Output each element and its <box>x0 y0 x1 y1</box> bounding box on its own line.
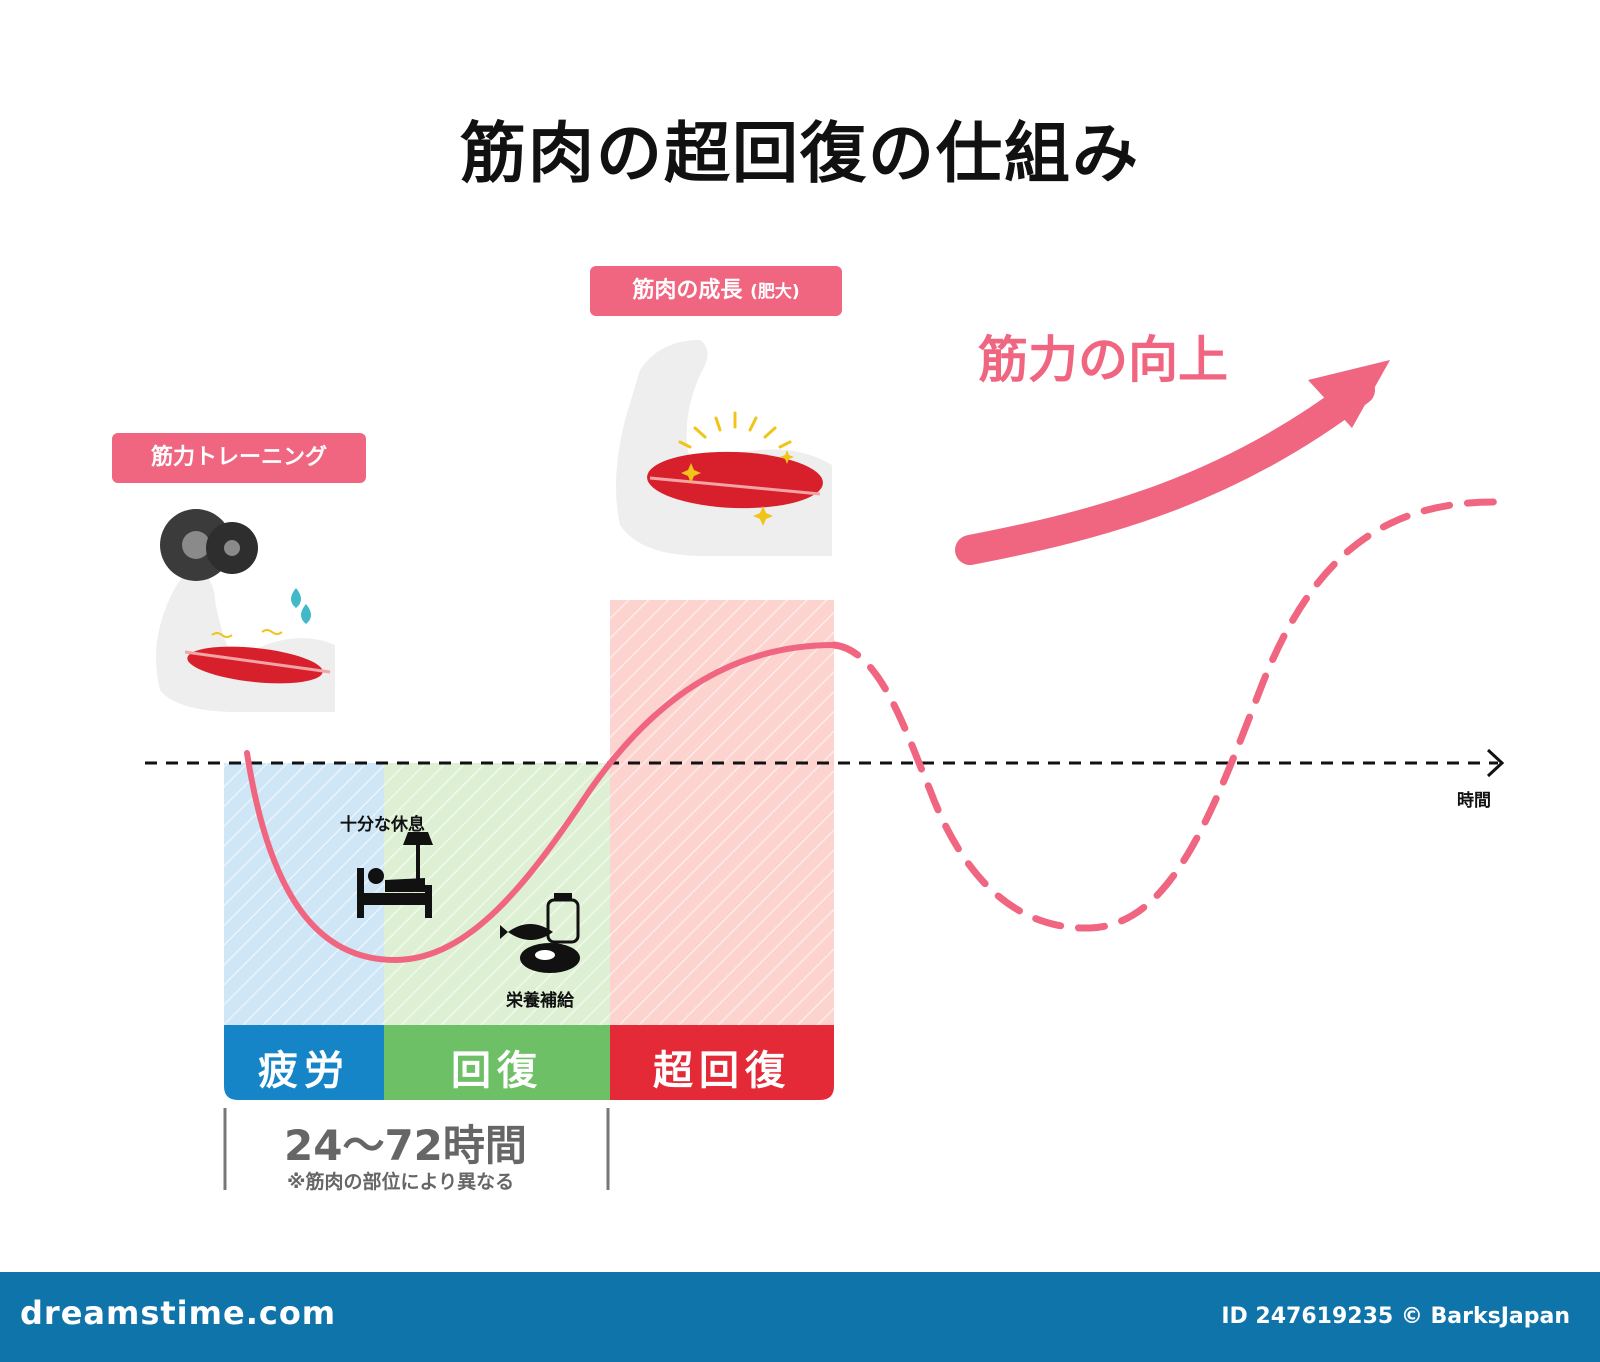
dumbbell-icon <box>160 509 258 581</box>
time-axis-label: 時間 <box>1457 791 1491 811</box>
stripe-overlay <box>610 600 834 1025</box>
growth-label-sub: (肥大) <box>750 282 800 302</box>
page-title: 筋肉の超回復の仕組み <box>460 115 1140 192</box>
training-arm-illustration <box>156 565 335 712</box>
phase-recovery-bar <box>384 1025 610 1100</box>
phase-supercomp-bar <box>610 1025 834 1100</box>
duration-note: ※筋肉の部位により異なる <box>287 1171 515 1193</box>
footer-bar: dreamstime.com ID 247619235 © BarksJapan <box>0 1272 1600 1362</box>
footer-brand[interactable]: dreamstime.com <box>20 1294 337 1332</box>
rest-label: 十分な休息 <box>340 815 425 835</box>
supercompensation-curve <box>244 642 837 964</box>
phase-supercomp-label: 超回復 <box>653 1048 791 1094</box>
shine-icon <box>678 411 792 449</box>
phase-fatigue-label: 疲労 <box>258 1048 350 1094</box>
food-icon <box>500 893 580 973</box>
phase-fatigue-bar <box>224 1025 384 1100</box>
training-label: 筋力トレーニング <box>112 433 366 483</box>
growth-label-main: 筋肉の成長 <box>632 278 743 303</box>
strength-up-label: 筋力の向上 <box>978 331 1228 389</box>
bed-icon <box>357 832 433 918</box>
sweat-drop-icon <box>291 588 311 624</box>
growth-label: 筋肉の成長 (肥大) <box>590 266 842 316</box>
flexed-arm-icon <box>616 340 832 556</box>
time-axis-arrowhead <box>1486 748 1505 778</box>
arrow-up-icon <box>955 360 1390 565</box>
phase-recovery-label: 回復 <box>451 1048 543 1094</box>
footer-credit: ID 247619235 © BarksJapan <box>1221 1304 1570 1329</box>
nutrition-label: 栄養補給 <box>506 991 574 1011</box>
future-cycle-dashed-curve <box>830 498 1504 932</box>
duration-main: 24～72時間 <box>284 1121 527 1170</box>
